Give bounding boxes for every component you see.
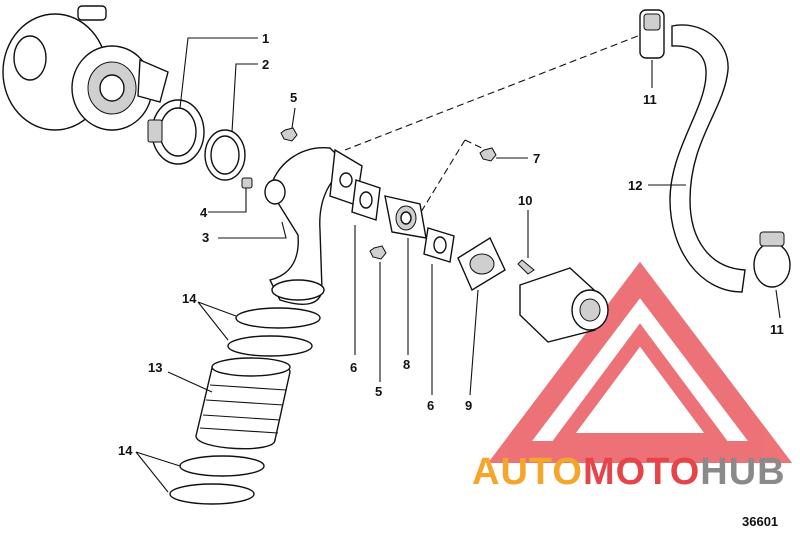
callout-14-lower: 14 (118, 443, 133, 458)
watermark-logo (487, 261, 793, 463)
callout-3: 3 (202, 230, 209, 245)
callout-6-right: 6 (427, 398, 434, 413)
callout-13: 13 (148, 360, 162, 375)
bolt-7 (479, 147, 497, 162)
clamp-11-upper (639, 9, 665, 59)
elbow-pipe-3 (264, 147, 363, 306)
clamp-1 (147, 99, 205, 165)
watermark-auto: AUTOMOTOHUB (472, 451, 786, 493)
callout-2: 2 (262, 57, 269, 72)
callout-10: 10 (518, 193, 532, 208)
clamp-ring-14-upper (227, 307, 321, 357)
flange-8 (384, 195, 427, 239)
callout-labels: 1 2 3 4 5 5 6 6 7 8 9 10 11 11 12 13 14 … (118, 31, 784, 529)
turbocharger (2, 5, 169, 131)
assembly-dash-line-8 (409, 139, 466, 231)
callout-7: 7 (533, 151, 540, 166)
callout-5-upper: 5 (290, 90, 297, 105)
nut-5-upper (280, 127, 298, 142)
watermark-part-auto: AUTO (472, 451, 583, 493)
gasket-6-left (351, 179, 381, 221)
watermark-part-hub: HUB (700, 451, 785, 493)
callout-11-upper: 11 (643, 92, 657, 107)
callout-1: 1 (262, 31, 269, 46)
bolt-4 (241, 177, 253, 189)
callout-14-upper: 14 (182, 291, 197, 306)
gasket-2 (204, 129, 246, 181)
figure-number: 36601 (742, 514, 778, 529)
callout-6-left: 6 (350, 360, 357, 375)
assembly-dash-line (344, 31, 649, 151)
sleeve-13 (195, 357, 291, 450)
valve-10 (517, 259, 609, 343)
callout-4: 4 (200, 205, 208, 220)
callout-9: 9 (465, 398, 472, 413)
callout-5-lower: 5 (375, 384, 382, 399)
clamp-11-lower (753, 231, 791, 288)
clamp-ring-14-lower (169, 455, 265, 505)
callout-11-lower: 11 (770, 322, 784, 337)
leader-lines (135, 37, 781, 493)
watermark-text: AUTOMOTOHUB (472, 451, 786, 493)
callout-12: 12 (628, 178, 642, 193)
nut-5-lower (369, 245, 387, 260)
gasket-6-right (423, 227, 455, 263)
watermark-part-moto: MOTO (583, 451, 700, 493)
hose-12 (669, 24, 746, 293)
adapter-9 (457, 236, 506, 292)
callout-8: 8 (403, 357, 410, 372)
